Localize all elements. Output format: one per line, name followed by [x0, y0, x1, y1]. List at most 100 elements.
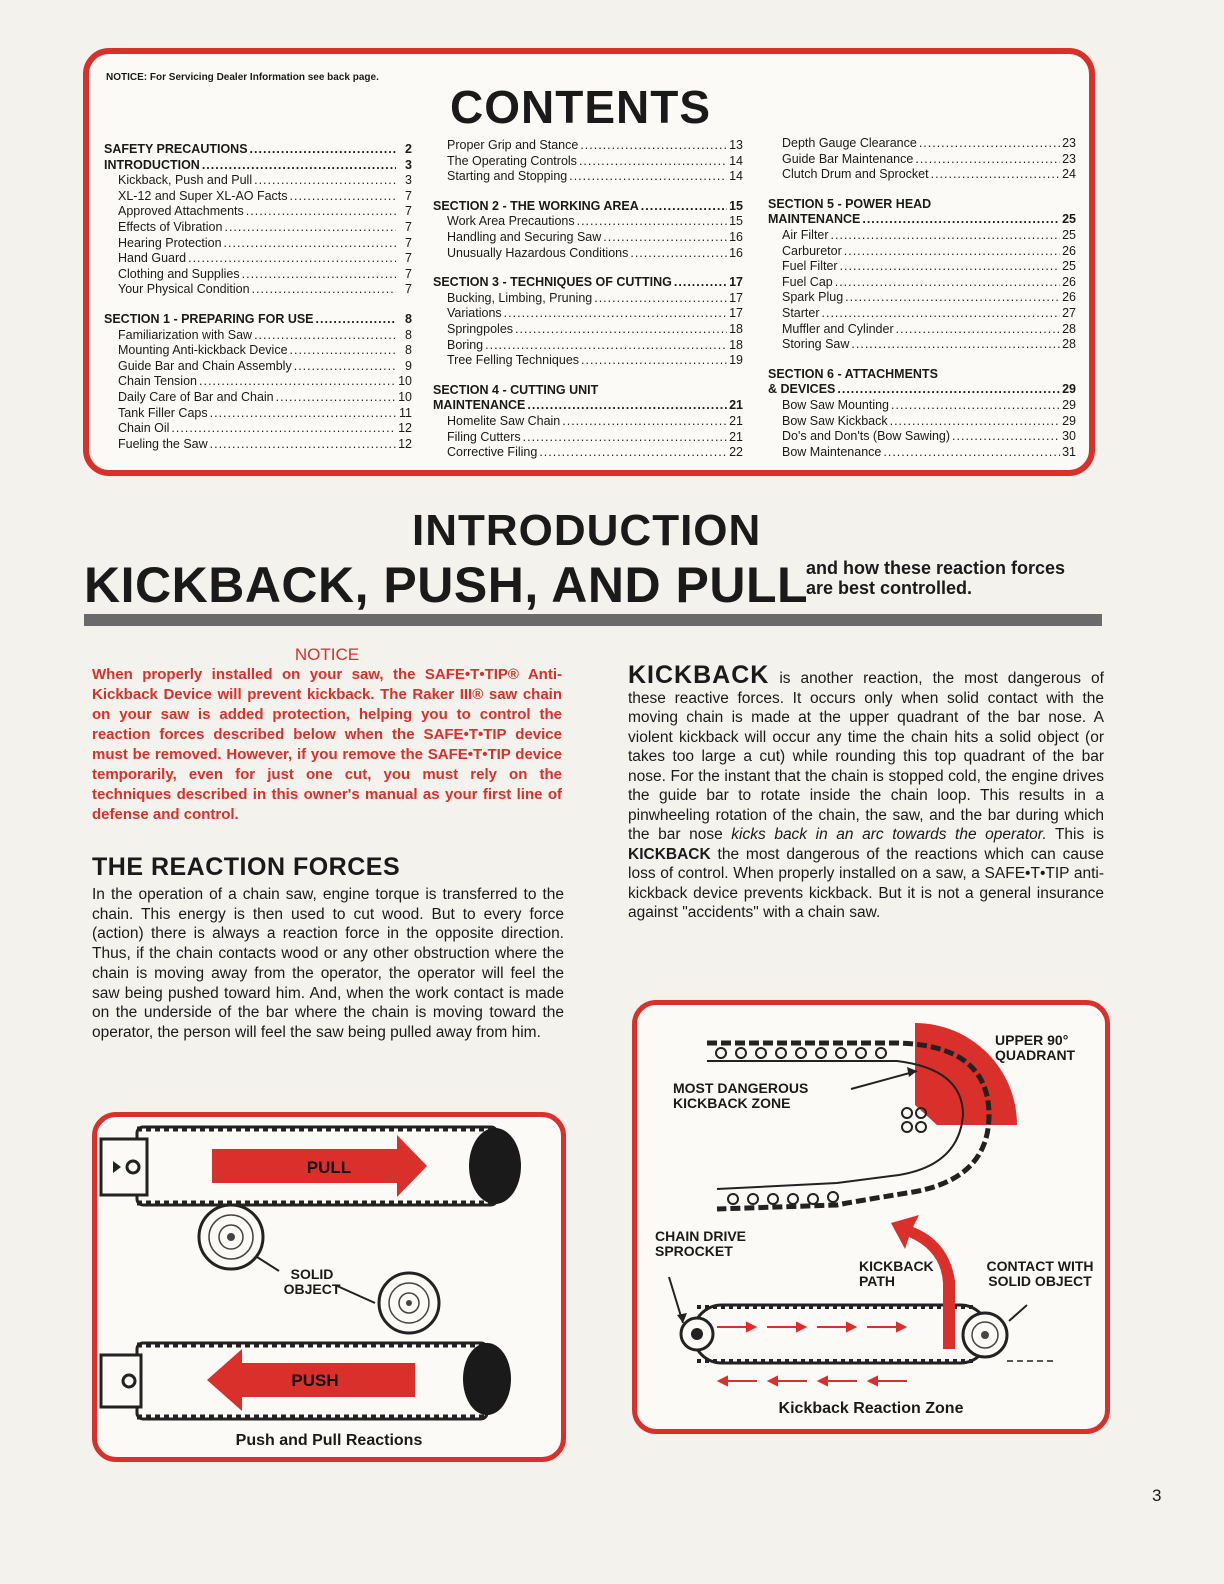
toc-entry-label: Clothing and Supplies: [118, 266, 240, 281]
toc-entry-label: Tank Filler Caps: [118, 405, 208, 420]
toc-section-heading: SECTION 5 - POWER HEAD: [768, 196, 932, 211]
push-pull-caption: Push and Pull Reactions: [235, 1432, 423, 1449]
toc-entry-label: Depth Gauge Clearance: [782, 136, 917, 150]
toc-entry-page: 10: [398, 389, 412, 404]
toc-leader-dots: [254, 173, 396, 189]
toc-leader-dots: [242, 267, 396, 283]
toc-entry: Variations17: [433, 306, 743, 322]
toc-leader-dots: [569, 169, 727, 185]
kickback-text: KICKBACK is another reaction, the most d…: [628, 663, 1105, 923]
toc-entry-label: SECTION 3 - TECHNIQUES OF CUTTING: [433, 275, 672, 290]
page-number: 3: [1152, 1486, 1162, 1505]
toc-leader-dots: [224, 220, 396, 236]
log-icon-lower: [377, 1271, 441, 1335]
toc-entry-label: Guide Bar Maintenance: [782, 151, 914, 166]
servicing-notice: NOTICE: For Servicing Dealer Information…: [106, 72, 379, 83]
toc-entry-label: Daily Care of Bar and Chain: [118, 389, 274, 404]
toc-column-1: SAFETY PRECAUTIONS2INTRODUCTION3Kickback…: [104, 142, 412, 452]
toc-entry: The Operating Controls14: [433, 154, 743, 170]
reaction-forces-heading: THE REACTION FORCES: [92, 853, 401, 881]
toc-entry-label: Your Physical Condition: [118, 282, 250, 297]
toc-leader-dots: [891, 398, 1060, 414]
toc-entry: Depth Gauge Clearance23: [768, 136, 1076, 152]
toc-leader-dots: [290, 343, 396, 359]
toc-leader-dots: [581, 353, 727, 369]
notice-body: When properly installed on your saw, the…: [92, 666, 562, 823]
toc-entry: Bow Maintenance31: [768, 445, 1076, 461]
toc-gap: [104, 298, 412, 312]
toc-entry: Muffler and Cylinder28: [768, 322, 1076, 338]
upper-saw-bar-icon: [99, 1125, 521, 1207]
toc-entry-page: 12: [398, 436, 412, 451]
drive-sprocket-icon: [679, 1316, 715, 1352]
toc-leader-dots: [835, 275, 1060, 291]
toc-leader-dots: [580, 138, 727, 154]
divider-rule: [84, 614, 1102, 626]
toc-entry: Homelite Saw Chain21: [433, 414, 743, 430]
chain-loop-icon: [707, 1040, 992, 1212]
chain-drive-sprocket-label: CHAIN DRIVE SPROCKET: [655, 1228, 747, 1259]
toc-entry-page: 21: [729, 413, 743, 428]
toc-entry: Clutch Drum and Sprocket24: [768, 167, 1076, 183]
pull-arrow-icon: [212, 1135, 427, 1197]
kickback-text-part1: is another reaction, the most dangerous …: [628, 670, 1104, 843]
toc-entry-label: Hearing Protection: [118, 235, 222, 250]
kickback-text-part3: the most dangerous of the reactions whic…: [628, 845, 1104, 922]
toc-entry-page: 28: [1062, 337, 1076, 352]
toc-entry-page: 26: [1062, 243, 1076, 258]
toc-entry-label: Corrective Filing: [447, 445, 538, 460]
toc-leader-dots: [896, 322, 1060, 338]
toc-entry: Unusually Hazardous Conditions16: [433, 246, 743, 262]
toc-leader-dots: [188, 251, 396, 267]
toc-leader-dots: [252, 282, 396, 298]
toc-leader-dots: [831, 228, 1060, 244]
toc-entry: Filing Cutters21: [433, 430, 743, 446]
toc-leader-dots: [246, 204, 396, 220]
toc-entry-page: 14: [729, 153, 743, 168]
toc-entry: Bucking, Limbing, Pruning17: [433, 291, 743, 307]
toc-leader-dots: [630, 246, 727, 262]
toc-entry-page: 26: [1062, 290, 1076, 305]
toc-entry-page: 7: [405, 204, 412, 219]
toc-entry: Work Area Precautions15: [433, 214, 743, 230]
toc-entry-page: 25: [1062, 212, 1076, 227]
toc-entry-label: Variations: [447, 306, 502, 321]
toc-entry-page: 30: [1062, 429, 1076, 444]
toc-entry: SECTION 2 - THE WORKING AREA 15: [433, 199, 743, 215]
toc-entry-page: 8: [405, 311, 412, 326]
toc-entry: Familiarization with Saw8: [104, 328, 412, 344]
kickback-text-part2: This is: [1046, 826, 1105, 843]
reaction-forces-text: In the operation of a chain saw, engine …: [92, 886, 564, 1041]
toc-entry: Tank Filler Caps11: [104, 406, 412, 422]
page-subtitle: and how these reaction forces are best c…: [806, 558, 1066, 598]
toc-entry-label: SECTION 2 - THE WORKING AREA: [433, 198, 639, 213]
toc-entry-page: 2: [405, 142, 412, 156]
toc-entry-label: Familiarization with Saw: [118, 327, 253, 342]
toc-leader-dots: [851, 337, 1060, 353]
toc-entry-page: 15: [729, 214, 743, 229]
toc-leader-dots: [579, 154, 727, 170]
chain-links-icon: [715, 1047, 927, 1205]
toc-entry: Carburetor26: [768, 244, 1076, 260]
lower-saw-bar-icon: [99, 1341, 511, 1421]
toc-entry-label: Mounting Anti-kickback Device: [118, 343, 288, 358]
toc-entry: SAFETY PRECAUTIONS2: [104, 142, 412, 158]
toc-entry-label: Boring: [447, 337, 484, 352]
toc-leader-dots: [674, 275, 727, 291]
toc-entry: Fueling the Saw 12: [104, 437, 412, 453]
chain-direction-arrows-icon: [716, 1321, 908, 1387]
toc-entry-page: 21: [729, 398, 743, 413]
toc-section-heading: SECTION 4 - CUTTING UNIT: [433, 382, 599, 397]
toc-entry: SECTION 1 - PREPARING FOR USE8: [104, 312, 412, 328]
toc-entry-page: 3: [405, 157, 412, 172]
toc-leader-dots: [210, 437, 396, 453]
toc-entry-page: 15: [729, 198, 743, 213]
toc-leader-dots: [890, 414, 1060, 430]
toc-entry-page: 27: [1062, 305, 1076, 320]
toc-leader-dots: [883, 445, 1060, 461]
toc-entry-label: Fueling the Saw: [118, 436, 208, 451]
toc-entry: Spark Plug26: [768, 290, 1076, 306]
toc-entry-page: 18: [729, 321, 743, 336]
toc-entry-page: 7: [405, 266, 412, 281]
toc-section-heading: SECTION 6 - ATTACHMENTS: [768, 366, 938, 381]
